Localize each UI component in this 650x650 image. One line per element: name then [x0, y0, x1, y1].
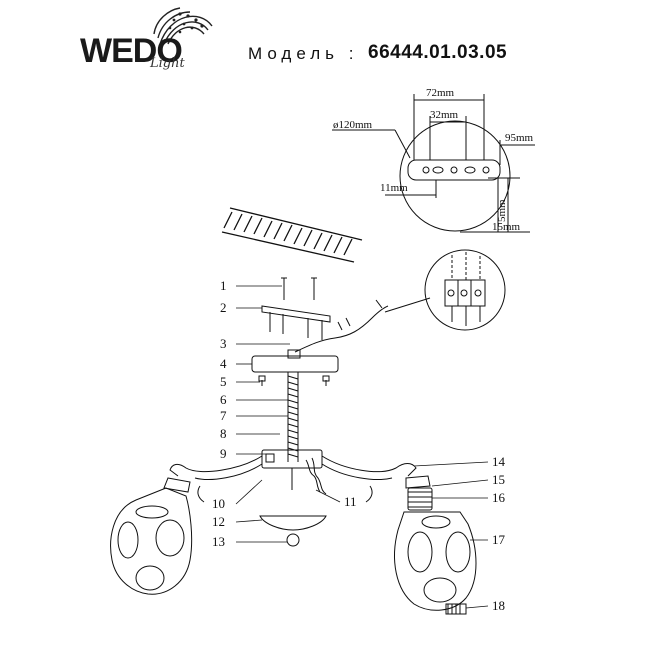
dim-95mm: 95mm	[505, 132, 534, 144]
wiring-detail	[384, 249, 506, 331]
callout-1: 1	[220, 278, 227, 293]
callout-numbers: 1 2 3 4 5 6 7 8 9 10 11 12 13 14 15 16 1…	[212, 278, 506, 613]
brand-logo-sub: Light	[150, 56, 185, 71]
mounting-bar	[261, 305, 331, 340]
supply-wire	[294, 305, 389, 353]
right-shade	[394, 475, 477, 615]
model-label: Модель :	[248, 44, 359, 63]
callout-16: 16	[492, 490, 506, 505]
threaded-rod	[287, 372, 299, 462]
callout-14: 14	[492, 454, 506, 469]
model-number: 66444.01.03.05	[368, 42, 508, 63]
callout-5: 5	[220, 374, 227, 389]
callout-12: 12	[212, 514, 225, 529]
ceiling-hatch	[221, 207, 363, 263]
callout-10: 10	[212, 496, 225, 511]
dim-11mm: 11mm	[380, 182, 408, 194]
dim-5mm: 5mm	[496, 199, 508, 222]
mounting-bar-detail	[332, 94, 535, 233]
callout-3: 3	[220, 336, 227, 351]
canopy	[251, 349, 339, 386]
arms	[169, 455, 417, 503]
callout-6: 6	[220, 392, 227, 407]
left-shade	[110, 477, 193, 595]
bottom-cup	[259, 515, 327, 547]
hub	[261, 449, 327, 495]
callout-11: 11	[344, 494, 357, 509]
callout-2: 2	[220, 300, 227, 315]
callout-15: 15	[492, 472, 505, 487]
callout-9: 9	[220, 446, 227, 461]
callout-13: 13	[212, 534, 225, 549]
dimension-labels: 72mm 32mm ø120mm 95mm 11mm 5mm 15mm	[333, 87, 534, 233]
screws	[281, 277, 317, 300]
dim-72mm: 72mm	[426, 87, 455, 99]
callout-4: 4	[220, 356, 227, 371]
callout-leaders	[235, 285, 489, 609]
callout-17: 17	[492, 532, 506, 547]
dim-15mm: 15mm	[492, 221, 521, 233]
dim-120mm: ø120mm	[333, 119, 373, 131]
callout-8: 8	[220, 426, 227, 441]
logo-swirl-icon	[153, 7, 213, 45]
callout-7: 7	[220, 408, 227, 423]
callout-18: 18	[492, 598, 505, 613]
dim-32mm: 32mm	[430, 109, 459, 121]
brand-logo: WEDO	[80, 32, 183, 70]
